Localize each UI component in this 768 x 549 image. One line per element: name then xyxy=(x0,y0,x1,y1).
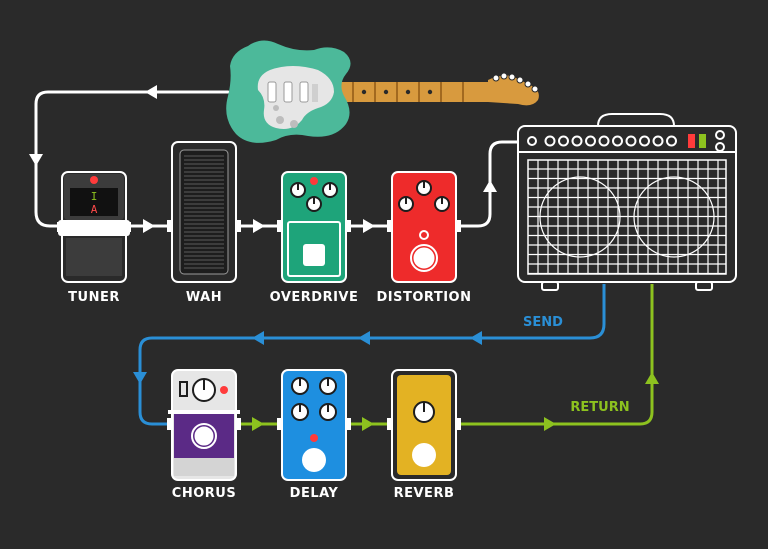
amplifier-icon xyxy=(517,113,737,291)
arrow-icon xyxy=(544,417,556,431)
amp-knobs[interactable] xyxy=(544,135,677,147)
signal-arrows xyxy=(29,85,497,233)
tuner-led xyxy=(90,176,98,184)
amp-knob[interactable] xyxy=(571,135,583,147)
arrow-icon xyxy=(145,85,157,99)
send-cable xyxy=(138,284,606,426)
distortion-pedal[interactable] xyxy=(387,171,461,283)
amp-knob[interactable] xyxy=(639,135,650,147)
distortion-led xyxy=(419,230,429,240)
amp-knob[interactable] xyxy=(625,135,637,147)
tuner-needle: I xyxy=(91,190,98,203)
amp-indicator-red xyxy=(688,134,695,148)
amp-speaker-left xyxy=(539,176,621,258)
tuner-pedal[interactable]: I A xyxy=(57,171,131,283)
arrow-icon xyxy=(470,331,482,345)
reverb-label: REVERB xyxy=(394,486,455,501)
chorus-pedal[interactable] xyxy=(167,369,241,481)
amp-knob[interactable] xyxy=(598,135,610,147)
delay-footswitch[interactable] xyxy=(302,448,326,472)
chorus-footswitch[interactable] xyxy=(193,425,215,447)
wah-label: WAH xyxy=(186,290,222,305)
arrow-icon xyxy=(363,219,375,233)
tuner-label: TUNER xyxy=(68,290,120,305)
delay-led xyxy=(310,434,318,442)
amp-power-switch[interactable] xyxy=(715,130,725,140)
amp-input-jack[interactable] xyxy=(527,136,537,146)
reverb-pedal[interactable] xyxy=(387,369,461,481)
overdrive-led xyxy=(310,177,318,185)
arrow-icon xyxy=(362,417,374,431)
wah-pedal[interactable] xyxy=(167,141,241,283)
amp-knob[interactable] xyxy=(666,135,677,147)
arrow-icon xyxy=(358,331,370,345)
distortion-footswitch[interactable] xyxy=(412,246,436,270)
chorus-led xyxy=(220,386,228,394)
overdrive-footswitch[interactable] xyxy=(303,244,325,266)
amp-knob[interactable] xyxy=(544,135,556,147)
chorus-switch-slot[interactable] xyxy=(179,381,188,397)
amp-speaker-right xyxy=(633,176,715,258)
overdrive-pedal[interactable] xyxy=(277,171,351,283)
send-arrows xyxy=(133,331,482,384)
distortion-label: DISTORTION xyxy=(377,290,472,305)
arrow-icon xyxy=(253,219,265,233)
arrow-icon xyxy=(29,154,43,166)
overdrive-label: OVERDRIVE xyxy=(270,290,359,305)
tuner-note: A xyxy=(91,203,98,216)
arrow-icon xyxy=(645,372,659,384)
arrow-icon xyxy=(133,372,147,384)
arrow-icon xyxy=(483,180,497,192)
arrow-icon xyxy=(252,331,264,345)
amp-knob[interactable] xyxy=(558,135,569,147)
overdrive-knobs[interactable] xyxy=(290,182,338,212)
arrow-icon xyxy=(143,219,155,233)
amp-indicator-green xyxy=(699,134,706,148)
arrow-icon xyxy=(252,417,264,431)
return-label: RETURN xyxy=(570,400,629,415)
amp-knob[interactable] xyxy=(585,135,596,147)
send-label: SEND xyxy=(523,315,563,330)
chorus-label: CHORUS xyxy=(172,486,236,501)
guitar-icon xyxy=(226,40,539,143)
reverb-footswitch[interactable] xyxy=(412,443,436,467)
delay-label: DELAY xyxy=(290,486,339,501)
return-arrows xyxy=(252,372,659,431)
amp-knob[interactable] xyxy=(652,135,664,147)
tuner-display xyxy=(70,188,118,216)
tuner-footswitch[interactable] xyxy=(66,238,122,276)
amp-knob[interactable] xyxy=(612,135,623,147)
delay-pedal[interactable] xyxy=(277,369,351,481)
